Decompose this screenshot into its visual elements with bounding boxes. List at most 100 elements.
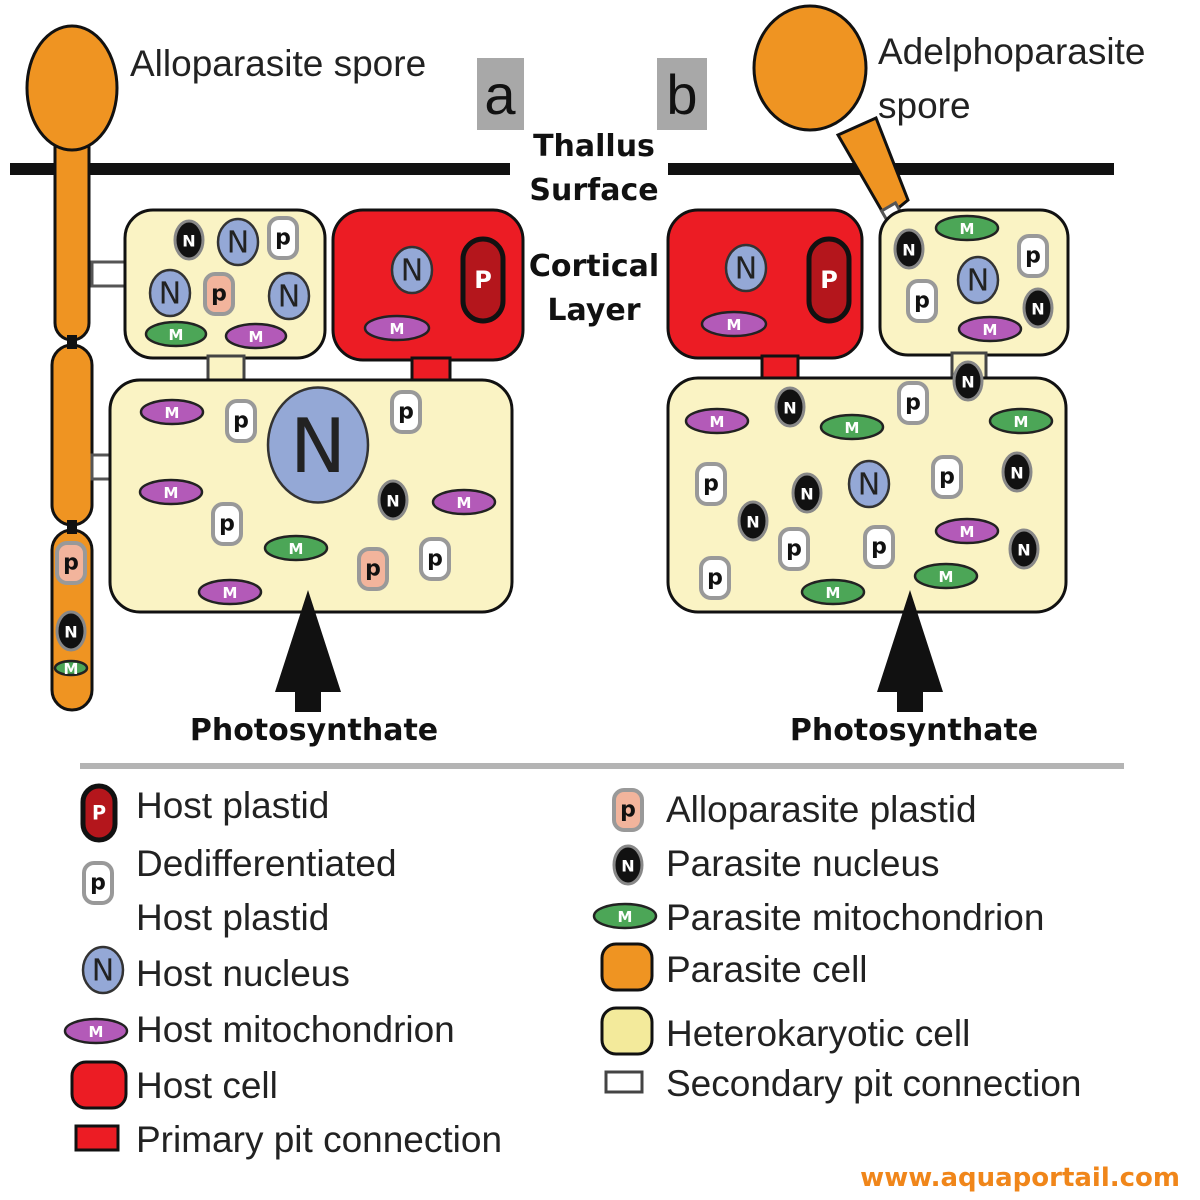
svg-text:M: M bbox=[618, 908, 633, 926]
parasite-nucleus: N bbox=[893, 228, 925, 270]
svg-text:P: P bbox=[92, 802, 106, 825]
legend-secondary-pit-label: Secondary pit connection bbox=[666, 1063, 1082, 1104]
svg-text:M: M bbox=[727, 316, 742, 334]
host-nucleus: N bbox=[216, 217, 260, 267]
host-plastid: P bbox=[80, 783, 118, 843]
svg-text:M: M bbox=[939, 568, 954, 586]
photosynthate-arrow-a bbox=[275, 590, 341, 712]
secondary-pit-a3 bbox=[206, 354, 246, 384]
host-nucleus: N bbox=[266, 386, 370, 504]
svg-text:M: M bbox=[164, 484, 179, 502]
parasite-mitochondrion: M bbox=[144, 320, 208, 348]
svg-text:p: p bbox=[703, 472, 719, 497]
cortical-layer-label-line2: Layer bbox=[547, 293, 640, 328]
svg-text:p: p bbox=[398, 400, 414, 425]
svg-text:M: M bbox=[89, 1023, 104, 1041]
dedifferentiated-plastid: p bbox=[225, 399, 257, 443]
svg-text:N: N bbox=[92, 954, 114, 989]
svg-text:M: M bbox=[169, 326, 184, 344]
svg-text:N: N bbox=[961, 373, 974, 392]
host-nucleus: N bbox=[148, 268, 192, 318]
alloparasite-spore bbox=[25, 24, 119, 342]
svg-text:N: N bbox=[902, 241, 915, 260]
svg-text:M: M bbox=[390, 320, 405, 338]
parasite-mitochondrion: M bbox=[934, 214, 1000, 242]
alloparasite-spore-label: Alloparasite spore bbox=[130, 43, 426, 84]
alloparasite-plastid: p bbox=[55, 541, 87, 585]
svg-text:p: p bbox=[275, 226, 291, 251]
panel-a-letter: a bbox=[484, 63, 516, 126]
svg-text:p: p bbox=[871, 535, 887, 560]
host-mitochondrion: M bbox=[139, 398, 205, 426]
svg-text:p: p bbox=[365, 557, 381, 582]
legend-heterokaryotic-cell-icon bbox=[600, 1006, 654, 1056]
parasite-mitochondrion: M bbox=[592, 902, 658, 930]
host-mitochondrion: M bbox=[957, 315, 1023, 343]
parasite-nucleus: N bbox=[952, 360, 984, 402]
host-mitochondrion: M bbox=[431, 488, 497, 516]
thallus-surface-label-line1: Thallus bbox=[533, 129, 655, 164]
alloparasite-plastid: p bbox=[203, 272, 235, 316]
svg-text:N: N bbox=[1010, 464, 1023, 483]
legend-hetero-cell-label: Heterokaryotic cell bbox=[666, 1013, 970, 1054]
host-nucleus: N bbox=[390, 245, 434, 295]
parasite-nucleus: N bbox=[377, 479, 409, 521]
legend-dediff-label-line1: Dedifferentiated bbox=[136, 843, 397, 884]
parasite-mitochondrion: M bbox=[988, 407, 1054, 435]
parasite-mitochondrion: M bbox=[913, 562, 979, 590]
svg-text:N: N bbox=[182, 232, 195, 251]
primary-pit-a bbox=[410, 356, 452, 384]
host-nucleus: N bbox=[847, 459, 891, 509]
host-mitochondrion: M bbox=[684, 407, 750, 435]
host-mitochondrion: M bbox=[138, 478, 204, 506]
svg-text:N: N bbox=[621, 857, 634, 876]
legend-host-nucleus-label: Host nucleus bbox=[136, 953, 350, 994]
svg-text:p: p bbox=[63, 551, 79, 576]
legend-host-cell-icon bbox=[70, 1060, 128, 1110]
host-nucleus: N bbox=[81, 945, 125, 995]
svg-text:p: p bbox=[620, 798, 636, 823]
panel-b-letter: b bbox=[666, 63, 697, 126]
panel-b-letter-box bbox=[657, 58, 707, 130]
parasite-mitochondrion: M bbox=[819, 413, 885, 441]
svg-text:M: M bbox=[289, 540, 304, 558]
svg-text:p: p bbox=[90, 871, 106, 896]
legend-parasite-cell-label: Parasite cell bbox=[666, 949, 868, 990]
host-mitochondrion: M bbox=[934, 517, 1000, 545]
dedifferentiated-plastid: p bbox=[906, 279, 938, 323]
svg-text:M: M bbox=[223, 584, 238, 602]
svg-text:p: p bbox=[427, 547, 443, 572]
dedifferentiated-plastid: p bbox=[863, 525, 895, 569]
svg-text:M: M bbox=[960, 523, 975, 541]
svg-text:p: p bbox=[1025, 244, 1041, 269]
legend-parasite-cell-icon bbox=[600, 942, 654, 992]
panel-a bbox=[25, 24, 525, 712]
svg-text:M: M bbox=[710, 413, 725, 431]
thallus-surface-label-line2: Surface bbox=[529, 173, 658, 208]
legend-secondary-pit-icon bbox=[604, 1070, 644, 1094]
legend-host-plastid-label: Host plastid bbox=[136, 785, 329, 826]
svg-text:N: N bbox=[735, 252, 757, 287]
svg-text:N: N bbox=[1017, 541, 1030, 560]
legend-parasite-mito-label: Parasite mitochondrion bbox=[666, 897, 1044, 938]
panel-b bbox=[666, 4, 1070, 712]
svg-text:N: N bbox=[159, 277, 181, 312]
dedifferentiated-plastid: p bbox=[695, 462, 727, 506]
dedifferentiated-plastid: p bbox=[267, 216, 299, 260]
parasite-cell-a2 bbox=[50, 343, 94, 527]
legend-primary-pit-label: Primary pit connection bbox=[136, 1119, 502, 1160]
adelphoparasite-spore bbox=[752, 4, 910, 221]
svg-text:p: p bbox=[939, 465, 955, 490]
svg-text:N: N bbox=[967, 264, 989, 299]
watermark: www.aquaportail.com bbox=[860, 1163, 1180, 1193]
dedifferentiated-plastid: p bbox=[419, 537, 451, 581]
legend bbox=[70, 942, 654, 1152]
parasite-nucleus: N bbox=[1008, 528, 1040, 570]
svg-text:N: N bbox=[64, 623, 77, 642]
legend-parasite-nucleus-label: Parasite nucleus bbox=[666, 843, 940, 884]
svg-text:p: p bbox=[211, 282, 227, 307]
host-mitochondrion: M bbox=[224, 322, 288, 350]
svg-text:P: P bbox=[474, 266, 492, 294]
